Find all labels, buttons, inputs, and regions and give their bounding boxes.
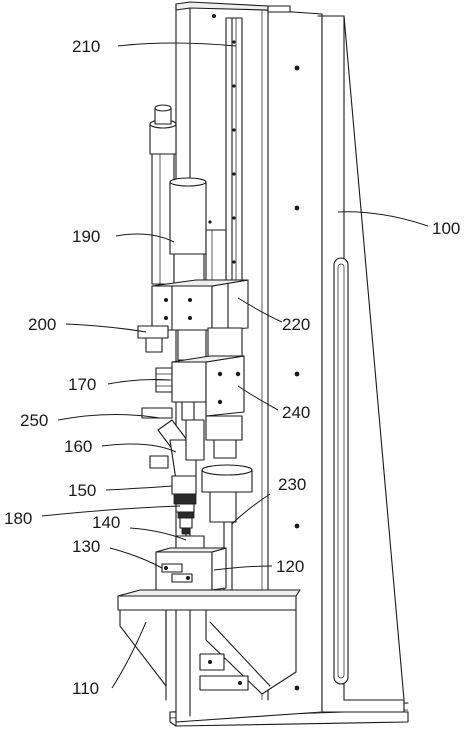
leader-140 — [129, 527, 187, 541]
upper-clamp-block — [137, 279, 249, 361]
leader-210 — [117, 42, 237, 47]
leader-190 — [115, 233, 175, 243]
label-170: 170 — [68, 375, 96, 394]
leader-lines — [41, 42, 429, 689]
label-200: 200 — [28, 315, 56, 334]
leader-180 — [41, 505, 181, 517]
label-160: 160 — [64, 437, 92, 456]
label-120: 120 — [276, 557, 304, 576]
side-gusset-plate — [317, 15, 405, 713]
leader-240 — [237, 385, 279, 411]
leader-120 — [213, 565, 273, 571]
label-140: 140 — [92, 513, 120, 532]
label-240: 240 — [282, 403, 310, 422]
cylinder-assembly — [149, 104, 227, 291]
leader-200 — [65, 323, 147, 333]
middle-slide-block — [141, 355, 245, 459]
lower-mounting-bracket — [117, 589, 301, 701]
leader-150 — [105, 485, 173, 491]
leader-100 — [337, 211, 429, 227]
label-220: 220 — [282, 315, 310, 334]
inclined-feeder — [149, 419, 205, 481]
lower-work-block — [155, 535, 227, 591]
label-180: 180 — [4, 509, 32, 528]
column-holes — [208, 14, 300, 691]
label-130: 130 — [72, 537, 100, 556]
label-190: 190 — [72, 227, 100, 246]
label-230: 230 — [278, 475, 306, 494]
label-150: 150 — [68, 481, 96, 500]
leader-230 — [231, 493, 271, 525]
leader-220 — [237, 297, 283, 323]
label-100: 100 — [432, 219, 460, 238]
leader-170 — [107, 379, 171, 385]
label-250: 250 — [20, 411, 48, 430]
side-bracket — [201, 464, 253, 601]
leader-110 — [111, 621, 147, 689]
leader-160 — [101, 443, 177, 453]
label-110: 110 — [72, 679, 99, 698]
leader-130 — [109, 547, 163, 569]
leader-250 — [57, 413, 161, 421]
linear-guide-rail — [225, 17, 243, 291]
label-210: 210 — [72, 37, 100, 56]
reference-numerals: 210 100 190 200 220 170 240 250 160 150 … — [4, 37, 460, 698]
